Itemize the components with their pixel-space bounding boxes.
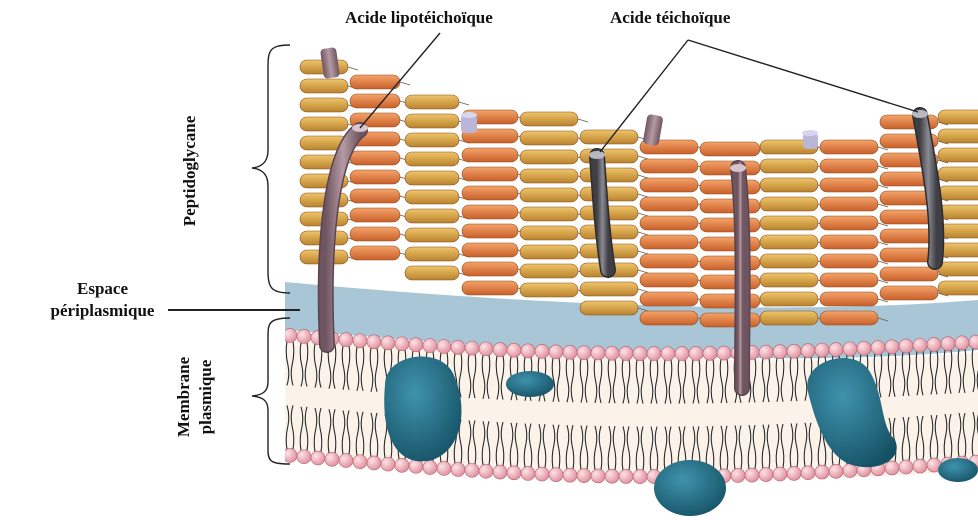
glycan-strand — [350, 189, 410, 203]
glycan-strand — [938, 205, 978, 219]
label-periplasmic-space-line1: Espace — [35, 278, 170, 300]
brackets — [252, 45, 290, 464]
glycan-strand — [760, 178, 828, 192]
glycan-strand — [760, 159, 828, 173]
glycan-strand — [520, 188, 588, 202]
label-teichoic-acid: Acide téichoïque — [610, 8, 730, 28]
glycan-strand — [405, 209, 469, 223]
label-plasma-membrane-line2: plasmique — [195, 347, 217, 447]
glycan-strand — [350, 94, 410, 108]
membrane-protein-2 — [506, 371, 554, 397]
glycan-strand — [405, 95, 469, 109]
glycan-strand — [520, 150, 588, 164]
glycan-strand — [405, 133, 469, 147]
glycan-strand — [820, 254, 888, 268]
glycan-strand — [520, 245, 588, 259]
label-periplasmic-space-line2: périplasmique — [35, 300, 170, 322]
label-plasma-membrane-line1: Membrane — [173, 347, 195, 447]
glycan-strand — [820, 159, 888, 173]
glycan-strand — [640, 273, 708, 287]
glycan-strand — [760, 292, 828, 306]
glycan-strand — [405, 266, 469, 280]
glycan-strand — [520, 207, 588, 221]
glycan-strand — [462, 148, 528, 162]
glycan-strand — [405, 114, 469, 128]
glycan-strand — [820, 216, 888, 230]
glycan-strand — [700, 142, 770, 156]
glycan-strand — [938, 167, 978, 181]
glycan-strand — [462, 243, 528, 257]
glycan-strand — [580, 130, 648, 144]
glycan-strand — [405, 171, 469, 185]
glycan-strand — [640, 178, 708, 192]
glycan-strand — [520, 169, 588, 183]
glycan-strand — [640, 254, 708, 268]
glycan-strand — [462, 186, 528, 200]
glycan-strand — [580, 187, 648, 201]
label-periplasmic-space: Espace périplasmique — [35, 278, 170, 322]
glycan-strand — [405, 152, 469, 166]
glycan-strand — [938, 148, 978, 162]
glycan-strand — [938, 186, 978, 200]
label-plasma-membrane: Membrane plasmique — [173, 347, 217, 447]
glycan-strand — [820, 178, 888, 192]
glycan-strand — [350, 246, 410, 260]
glycan-strand — [820, 235, 888, 249]
glycan-strand — [462, 281, 528, 295]
glycan-strand — [938, 129, 978, 143]
glycan-strand — [350, 170, 410, 184]
membrane-protein-1 — [384, 356, 461, 461]
glycan-strand — [760, 254, 828, 268]
glycan-strand — [938, 262, 978, 276]
glycan-strand — [640, 235, 708, 249]
glycan-strand — [300, 117, 358, 131]
glycan-strand — [820, 197, 888, 211]
glycan-strand — [760, 235, 828, 249]
glycan-strand — [462, 224, 528, 238]
glycan-strand — [580, 225, 648, 239]
glycan-strand — [462, 167, 528, 181]
glycan-strand — [640, 216, 708, 230]
glycan-strand — [405, 190, 469, 204]
glycan-strand — [520, 283, 588, 297]
glycan-strand — [760, 216, 828, 230]
glycan-strand — [520, 131, 588, 145]
glycan-strand — [640, 197, 708, 211]
glycan-strand — [300, 79, 358, 93]
glycan-strand — [938, 281, 978, 295]
leader-teichoic-right — [688, 40, 918, 112]
glycan-strand — [520, 112, 588, 126]
membrane-protein-5 — [938, 458, 978, 482]
glycan-strand — [820, 292, 888, 306]
glycan-strand — [520, 226, 588, 240]
glycan-strand — [580, 206, 648, 220]
glycan-strand — [520, 264, 588, 278]
peptidoglycan-bracket — [252, 45, 290, 293]
glycan-strand — [640, 292, 708, 306]
glycan-strand — [300, 98, 358, 112]
glycan-strand — [350, 151, 410, 165]
glycan-strand — [580, 282, 648, 296]
glycan-strand — [820, 140, 888, 154]
glycan-strand — [760, 273, 828, 287]
glycan-strand — [462, 205, 528, 219]
glycan-strand — [350, 227, 410, 241]
label-lipoteichoic-acid: Acide lipotéichoïque — [345, 8, 493, 28]
glycan-strand — [350, 75, 410, 89]
glycan-strand — [640, 159, 708, 173]
membrane-bracket — [252, 318, 290, 464]
glycan-strand — [462, 262, 528, 276]
glycan-strand — [938, 110, 978, 124]
glycan-strand — [405, 228, 469, 242]
membrane-protein-4 — [654, 460, 726, 516]
peptidoglycan-layer — [300, 60, 978, 327]
glycan-strand — [760, 197, 828, 211]
glycan-strand — [350, 208, 410, 222]
glycan-strand — [820, 273, 888, 287]
glycan-strand — [405, 247, 469, 261]
label-peptidoglycan: Peptidoglycane — [179, 106, 201, 236]
